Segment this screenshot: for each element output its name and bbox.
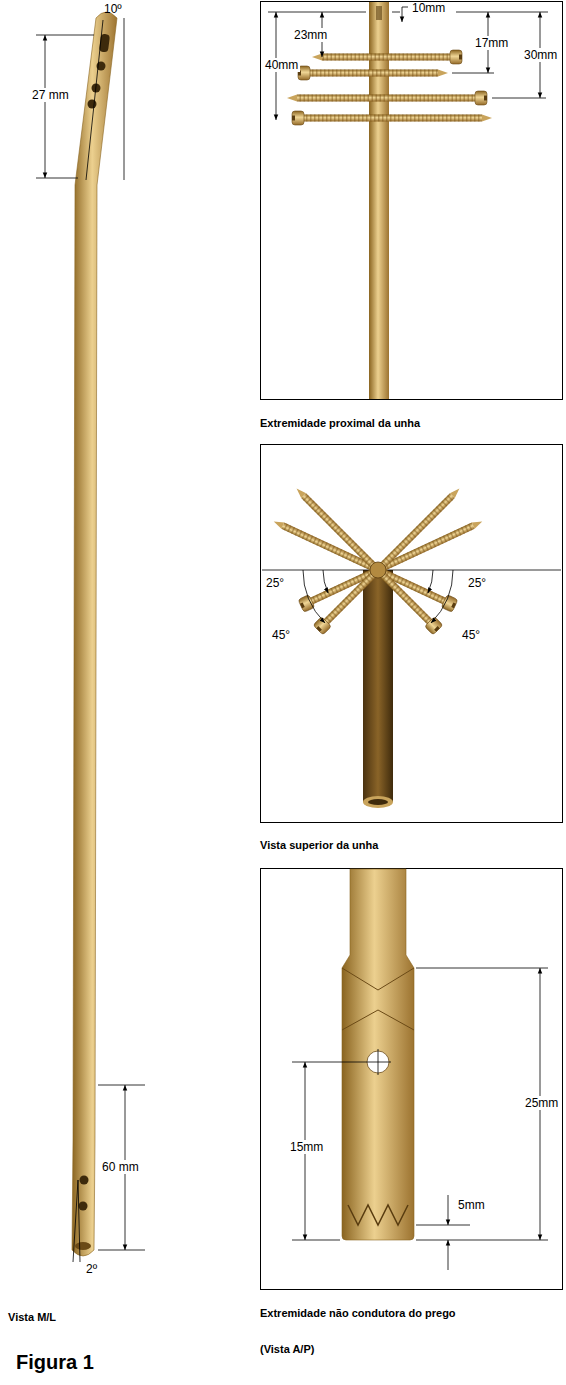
figure-caption: Figura 1 [16,1350,94,1374]
panel-caption: Extremidade não condutora do prego [260,1306,456,1320]
panel-caption: Vista superior da unha [260,838,378,852]
dimension-lines [268,7,548,120]
dimension-label: 17mm [473,36,510,50]
dimension-label: 5mm [458,1198,485,1212]
distal-end [342,869,414,1240]
dimension-lines [36,18,145,1262]
dimension-label: 23mm [292,28,329,42]
angle-label: 2º [86,1262,97,1276]
dimension-label: 30mm [522,48,559,62]
dimension-label: 60 mm [100,1160,141,1174]
dimension-label: 27 mm [30,88,71,102]
dimension-label: 15mm [288,1140,325,1154]
dimension-lines [292,968,548,1270]
angle-label: 10º [104,2,122,16]
panel-caption: Extremidade proximal da unha [260,416,420,430]
panel-frame [261,445,563,823]
panel-caption: (Vista A/P) [260,1342,314,1356]
dimension-label: 25mm [523,1096,560,1110]
angle-label: 45° [462,628,480,642]
nail-ml-view [72,12,117,1256]
angle-label: 25° [468,576,486,590]
dimension-label: 40mm [263,58,300,72]
angle-arcs [303,570,453,623]
angle-label: 45° [272,628,290,642]
top-view [262,484,561,808]
panel-frame [261,869,563,1290]
angle-label: 25° [266,576,284,590]
view-caption: Vista M/L [8,1310,56,1324]
panel-frame [261,2,563,400]
proximal-end [287,2,492,399]
dimension-label: 10mm [412,1,445,15]
